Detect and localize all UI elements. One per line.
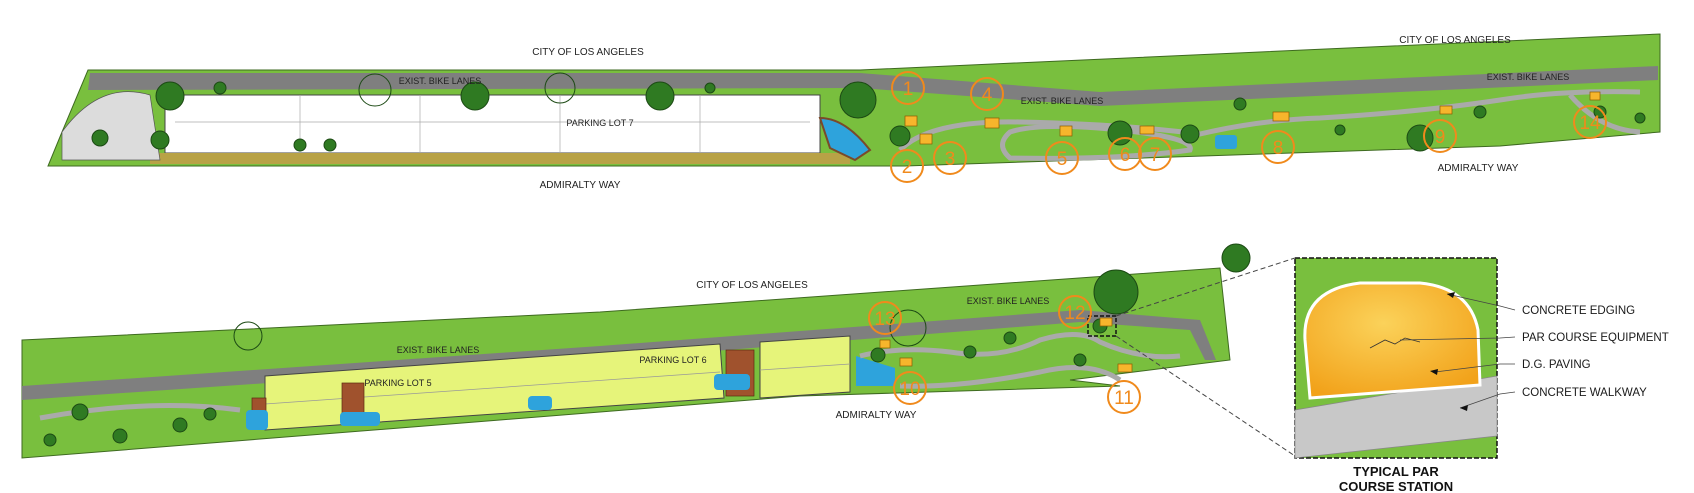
top-road-label-right: ADMIRALTY WAY xyxy=(1438,163,1519,174)
svg-text:2: 2 xyxy=(902,157,913,178)
top-station-markers: 1 2 3 4 5 6 7 8 9 14 xyxy=(890,71,1607,183)
station-marker-3: 3 xyxy=(933,141,967,175)
bottom-city-label: CITY OF LOS ANGELES xyxy=(696,280,808,291)
station-marker-8: 8 xyxy=(1261,130,1295,164)
bottom-bike-label-2: EXIST. BIKE LANES xyxy=(967,296,1050,306)
top-bike-label-2: EXIST. BIKE LANES xyxy=(1021,96,1104,106)
station-marker-11: 11 xyxy=(1107,380,1141,414)
legend-concrete-edging: CONCRETE EDGING xyxy=(1522,305,1635,317)
station-marker-4: 4 xyxy=(970,77,1004,111)
detail-equipment xyxy=(1369,337,1421,349)
station-marker-14: 14 xyxy=(1573,105,1607,139)
svg-text:6: 6 xyxy=(1120,145,1131,166)
station-marker-7: 7 xyxy=(1138,137,1172,171)
detail-dg-paving xyxy=(1303,281,1482,400)
svg-text:5: 5 xyxy=(1057,149,1068,170)
legend-dg-paving: D.G. PAVING xyxy=(1522,359,1591,371)
svg-text:10: 10 xyxy=(899,379,920,400)
top-bike-label-1: EXIST. BIKE LANES xyxy=(399,76,482,86)
top-water-feature xyxy=(818,116,872,162)
top-trees xyxy=(91,72,1646,152)
par-course-detail: CONCRETE EDGING PAR COURSE EQUIPMENT D.G… xyxy=(1294,257,1669,493)
parking-lot-6-label: PARKING LOT 6 xyxy=(639,355,706,365)
top-road-label-left: ADMIRALTY WAY xyxy=(540,180,621,191)
detail-caption-line-2: COURSE STATION xyxy=(1339,479,1453,493)
bottom-water-features xyxy=(246,356,895,430)
top-olive-strip xyxy=(150,153,850,164)
station-marker-1: 1 xyxy=(891,71,925,105)
top-plan: 1 2 3 4 5 6 7 8 9 14 CITY OF LOS ANGELES… xyxy=(47,33,1661,191)
svg-text:11: 11 xyxy=(1114,388,1134,409)
bottom-plan: 10 11 12 13 CITY OF LOS ANGELES EXIST. B… xyxy=(21,243,1296,459)
parking-lot-7 xyxy=(164,94,821,154)
svg-text:3: 3 xyxy=(945,149,956,170)
station-marker-10: 10 xyxy=(893,371,927,405)
legend-par-course-equipment: PAR COURSE EQUIPMENT xyxy=(1522,332,1669,344)
svg-text:14: 14 xyxy=(1579,113,1601,134)
parking-lot-7-label: PARKING LOT 7 xyxy=(566,118,633,128)
svg-text:13: 13 xyxy=(874,309,895,330)
svg-text:8: 8 xyxy=(1273,138,1284,159)
svg-text:4: 4 xyxy=(982,85,993,106)
top-walkway xyxy=(898,89,1641,152)
bottom-station-markers: 10 11 12 13 xyxy=(868,295,1141,414)
top-city-label-right: CITY OF LOS ANGELES xyxy=(1399,35,1511,46)
station-marker-5: 5 xyxy=(1045,141,1079,175)
bottom-bike-label-1: EXIST. BIKE LANES xyxy=(397,345,480,355)
top-bike-label-3: EXIST. BIKE LANES xyxy=(1487,72,1570,82)
bottom-road-label: ADMIRALTY WAY xyxy=(836,410,917,421)
legend-concrete-walkway: CONCRETE WALKWAY xyxy=(1522,387,1647,399)
detail-caption-line-1: TYPICAL PAR xyxy=(1353,464,1439,479)
svg-text:9: 9 xyxy=(1435,127,1446,148)
station-marker-2: 2 xyxy=(890,149,924,183)
station-marker-12: 12 xyxy=(1058,295,1092,329)
svg-text:12: 12 xyxy=(1064,303,1085,324)
top-city-label-left: CITY OF LOS ANGELES xyxy=(532,47,644,58)
bottom-trees xyxy=(43,243,1251,447)
top-bike-lane xyxy=(88,66,1658,106)
svg-text:1: 1 xyxy=(903,79,914,100)
station-marker-13: 13 xyxy=(868,301,902,335)
detail-callout-box xyxy=(1087,315,1117,337)
parking-lot-5-label: PARKING LOT 5 xyxy=(364,378,431,388)
top-equipment-pads xyxy=(904,91,1601,145)
station-marker-6: 6 xyxy=(1108,137,1142,171)
station-marker-9: 9 xyxy=(1423,119,1457,153)
svg-text:7: 7 xyxy=(1150,145,1161,166)
